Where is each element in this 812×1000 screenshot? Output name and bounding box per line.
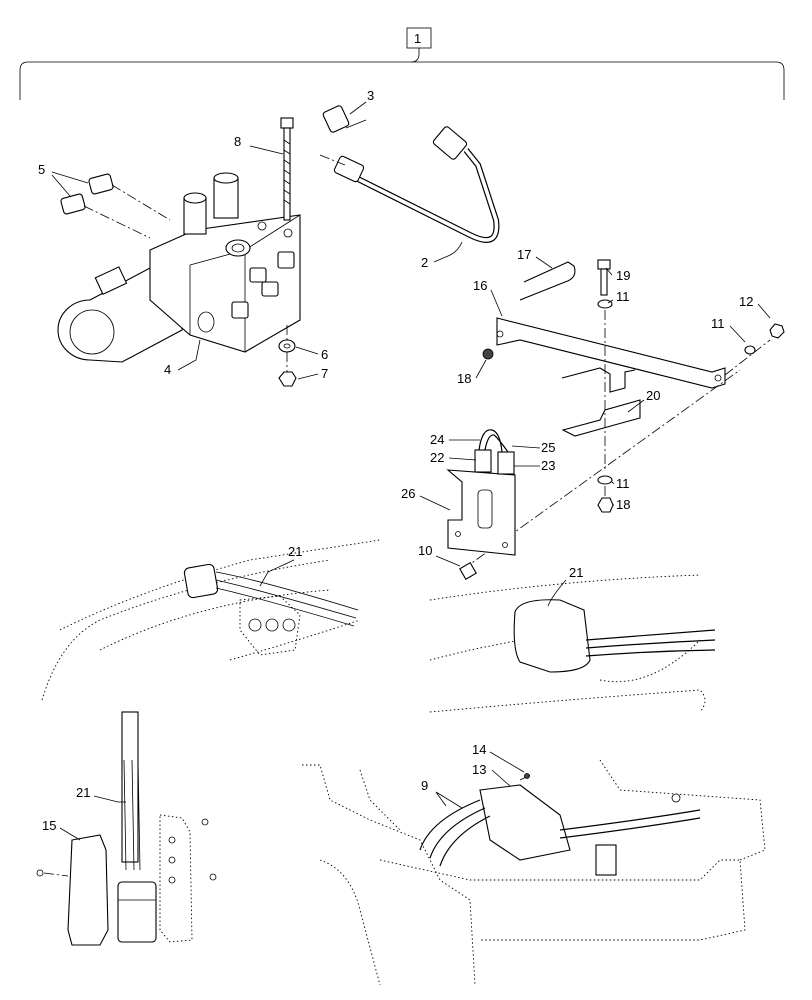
chassis-installation-view [302, 759, 766, 986]
callout-9: 9 [421, 778, 428, 793]
callout-13: 13 [472, 762, 486, 777]
callout-22: 22 [430, 450, 444, 465]
callout-3: 3 [367, 88, 374, 103]
bolt-8 [280, 117, 294, 221]
callout-11: 11 [616, 289, 630, 304]
callout-20: 20 [646, 388, 660, 403]
callout-5: 5 [38, 162, 45, 177]
u-bolt-17 [519, 261, 576, 301]
nut-18-lower [597, 497, 614, 513]
callout-24: 24 [430, 432, 444, 447]
valve-block [57, 172, 301, 363]
connector-detail [36, 711, 217, 946]
clamp-20 [561, 367, 641, 437]
callout-21-bottom: 21 [76, 785, 90, 800]
fitting-pair-5 [60, 173, 171, 239]
callout-17: 17 [517, 247, 531, 262]
callout-23: 23 [541, 458, 555, 473]
callout-2: 2 [421, 255, 428, 270]
callout-25: 25 [541, 440, 555, 455]
callout-11-right: 11 [711, 316, 725, 331]
callout-10: 10 [418, 543, 432, 558]
callout-6: 6 [321, 347, 328, 362]
bolt-19 [597, 259, 611, 296]
callout-26: 26 [401, 486, 415, 501]
callout-1: 1 [414, 31, 421, 46]
callout-11-lower: 11 [616, 476, 630, 491]
callout-21-right: 21 [569, 565, 583, 580]
callout-21-left: 21 [288, 544, 302, 559]
bolt-10 [459, 562, 477, 580]
tube-2 [319, 126, 500, 243]
washer-11-lower [597, 475, 613, 485]
sensor-plate-26 [446, 429, 516, 556]
callout-14: 14 [472, 742, 486, 757]
washer-6 [278, 339, 296, 353]
mounting-bracket-16 [496, 317, 726, 389]
nut-7 [278, 371, 297, 387]
nut-18 [482, 348, 494, 360]
callout-15: 15 [42, 818, 56, 833]
assembly-bracket: 1 [19, 27, 785, 100]
callout-18: 18 [457, 371, 471, 386]
washer-11 [597, 299, 613, 309]
callout-18-lower: 18 [616, 497, 630, 512]
harness-detail-left [41, 539, 381, 701]
callout-8: 8 [234, 134, 241, 149]
callouts: 3 8 5 2 17 19 16 11 12 11 6 4 7 18 20 24 [38, 88, 771, 841]
callout-7: 7 [321, 366, 328, 381]
washer-11-right [744, 345, 756, 355]
callout-16: 16 [473, 278, 487, 293]
nut-12 [769, 323, 785, 339]
callout-19: 19 [616, 268, 630, 283]
harness-detail-right [429, 574, 716, 713]
callout-4: 4 [164, 362, 171, 377]
callout-12: 12 [739, 294, 753, 309]
fitting-3 [322, 105, 367, 133]
